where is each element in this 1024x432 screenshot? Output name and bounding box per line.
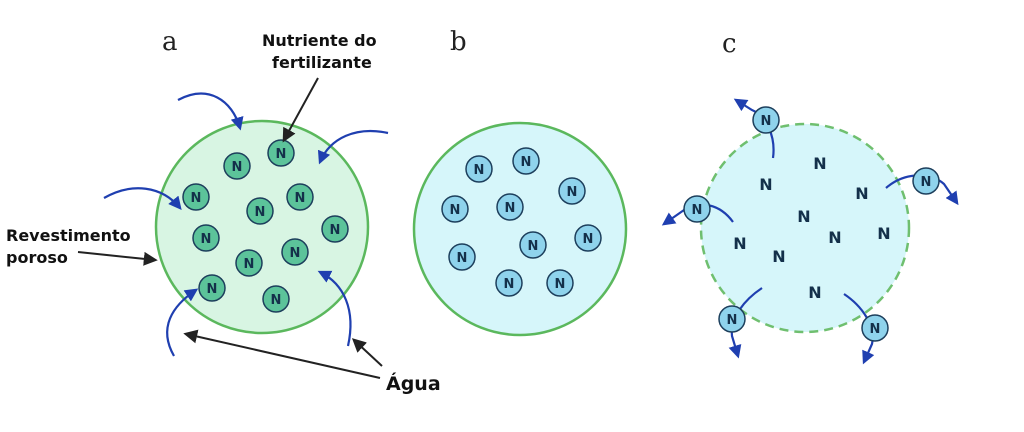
panel-a-nutrient-particles: N N N N N N N N N N N [182, 139, 349, 313]
released-nutrient: N [661, 195, 734, 226]
nutrient-symbol: N [290, 246, 301, 261]
nutrient-symbol: N [528, 239, 539, 254]
released-nutrient: N [733, 98, 780, 159]
nutrient-particle: N [235, 249, 263, 277]
nutrient-symbol: N [244, 257, 255, 272]
nutrient-symbol: N [450, 203, 461, 218]
released-nutrient: N [718, 287, 763, 359]
nutrient-symbol: N [521, 155, 532, 170]
nutrient-symbol: N [271, 293, 282, 308]
nutrient-symbol: N [255, 205, 266, 220]
nutrient-symbol: N [761, 114, 772, 129]
panel-c-free-nutrients: N N N N N N N N N [733, 154, 890, 302]
nutrient-particle: N [496, 193, 524, 221]
nutrient-symbol: N [232, 160, 243, 175]
nutrient-symbol: N [870, 322, 881, 337]
panel-c: N N N N N N N N N N N N [661, 98, 959, 365]
nutrient-particle: N [223, 152, 251, 180]
nutrient-symbol: N [295, 191, 306, 206]
nutrient-symbol: N [474, 163, 485, 178]
nutrient-particle: N [574, 224, 602, 252]
free-nutrient: N [877, 224, 890, 243]
water-label: Água [386, 372, 441, 395]
nutrient-symbol: N [555, 277, 566, 292]
coating-label-line2: poroso [6, 248, 68, 267]
panel-c-released-nutrients: N N N N N [661, 98, 959, 365]
panel-a: N N N N N N N N N N N Nutriente do ferti… [6, 31, 441, 395]
free-nutrient: N [813, 154, 826, 173]
nutrient-particle: N [281, 238, 309, 266]
nutrient-symbol: N [504, 277, 515, 292]
panel-b-dissolved-nutrients: N N N N N N N N N N [441, 147, 602, 297]
nutrient-symbol: N [201, 232, 212, 247]
panel-b: N N N N N N N N N N [412, 121, 628, 337]
nutrient-particle: N [246, 197, 274, 225]
water-pointer-arrow-right [351, 338, 383, 367]
free-nutrient: N [828, 228, 841, 247]
nutrient-particle: N [262, 285, 290, 313]
free-nutrient: N [772, 247, 785, 266]
nutrient-label-line1: Nutriente do [262, 31, 377, 50]
panel-b-letter: b [450, 27, 467, 57]
nutrient-particle: N [495, 269, 523, 297]
nutrient-symbol: N [567, 185, 578, 200]
nutrient-particle: N [192, 224, 220, 252]
panel-a-letter: a [162, 27, 178, 57]
nutrient-particle: N [546, 269, 574, 297]
nutrient-particle: N [286, 183, 314, 211]
water-inflow-arrow [317, 129, 389, 165]
nutrient-symbol: N [583, 232, 594, 247]
water-inflow-arrow [317, 270, 352, 347]
free-nutrient: N [733, 234, 746, 253]
coating-pointer-arrow [77, 251, 158, 266]
nutrient-symbol: N [692, 203, 703, 218]
released-nutrient: N [843, 293, 889, 365]
nutrient-symbol: N [191, 191, 202, 206]
nutrient-particle: N [182, 183, 210, 211]
nutrient-symbol: N [727, 313, 738, 328]
free-nutrient: N [797, 207, 810, 226]
nutrient-particle: N [448, 243, 476, 271]
nutrient-particle: N [558, 177, 586, 205]
nutrient-symbol: N [330, 223, 341, 238]
panel-c-releasing-granule [699, 122, 911, 334]
nutrient-symbol: N [505, 201, 516, 216]
water-inflow-arrow [177, 92, 244, 131]
nutrient-symbol: N [457, 251, 468, 266]
free-nutrient: N [855, 184, 868, 203]
nutrient-particle: N [465, 155, 493, 183]
water-inflow-arrow [166, 288, 199, 357]
nutrient-particle: N [519, 231, 547, 259]
free-nutrient: N [759, 175, 772, 194]
nutrient-pointer-arrow [282, 77, 319, 143]
nutrient-symbol: N [276, 147, 287, 162]
panel-c-letter: c [722, 29, 737, 59]
nutrient-label-line2: fertilizante [272, 53, 372, 72]
released-nutrient: N [885, 167, 959, 206]
nutrient-particle: N [441, 195, 469, 223]
panel-a-water-arrows [103, 92, 389, 357]
nutrient-symbol: N [921, 175, 932, 190]
water-pointer-arrow-left [183, 329, 381, 379]
nutrient-particle: N [321, 215, 349, 243]
nutrient-particle: N [267, 139, 295, 167]
coating-label-line1: Revestimento [6, 226, 131, 245]
nutrient-symbol: N [207, 282, 218, 297]
nutrient-particle: N [512, 147, 540, 175]
nutrient-particle: N [198, 274, 226, 302]
free-nutrient: N [808, 283, 821, 302]
water-inflow-arrow [103, 187, 182, 211]
